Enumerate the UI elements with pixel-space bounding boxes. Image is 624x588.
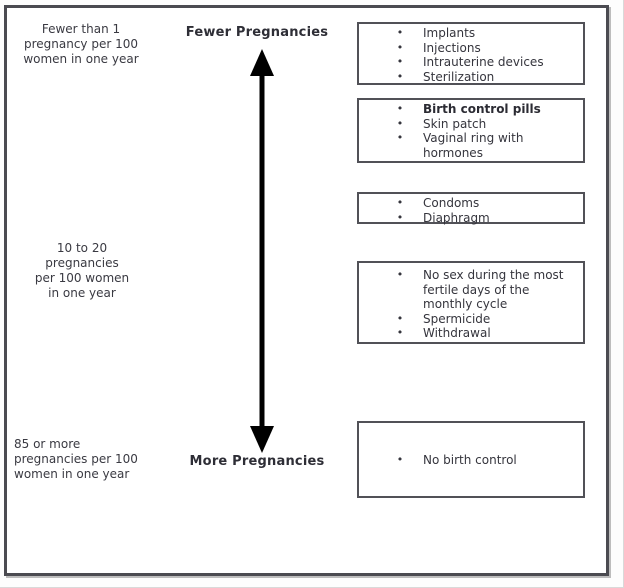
method-list: • No sex during the most fertile days of …: [359, 263, 583, 341]
rate-label-line: in one year: [48, 286, 116, 300]
method-list-item: • Spermicide: [377, 312, 577, 327]
method-label: Skin patch: [423, 116, 487, 131]
method-list-item: • Intrauterine devices: [377, 55, 577, 70]
bullet-icon: •: [396, 40, 404, 54]
rate-label-line: pregnancies: [45, 256, 119, 270]
method-list-item: • Diaphragm: [377, 211, 577, 226]
method-list: • No birth control: [359, 423, 583, 496]
bullet-icon: •: [396, 453, 404, 467]
bullet-icon: •: [396, 69, 404, 83]
rate-label-line: 10 to 20: [56, 241, 108, 255]
method-list-item: • Condoms: [377, 196, 577, 211]
method-box-no-birth-control: • No birth control: [357, 421, 585, 498]
bullet-icon: •: [396, 55, 404, 68]
rate-label-line: Fewer than 1: [41, 22, 121, 36]
method-label: Withdrawal: [423, 326, 491, 340]
method-list-item: • Injections: [377, 41, 577, 56]
double-headed-arrow-icon: [250, 49, 274, 453]
method-label: Injections: [423, 40, 481, 55]
method-list: • Birth control pills • Skin patch • Vaginal …: [359, 100, 583, 160]
rate-label-line: pregnancy per 100: [23, 37, 139, 51]
method-label: Implants: [423, 26, 476, 40]
rate-label-line: per 100 women: [34, 271, 130, 285]
bullet-icon: •: [396, 131, 404, 144]
method-box-barrier: • Condoms • Diaphragm: [357, 192, 585, 225]
method-list-item: • No birth control: [377, 453, 577, 468]
rate-label-line: 85 or more: [14, 437, 81, 451]
method-list-item: • Vaginal ring with hormones: [377, 131, 577, 160]
method-list: • Implants • Injections • Intrauterine device…: [359, 24, 583, 84]
bullet-icon: •: [396, 210, 404, 224]
bullet-icon: •: [396, 102, 404, 115]
bullet-icon: •: [396, 26, 404, 39]
rate-label-line: pregnancies per 100: [14, 452, 138, 466]
method-label: Vaginal ring with hormones: [423, 131, 524, 160]
method-label: Intrauterine devices: [423, 55, 544, 69]
method-label: Spermicide: [423, 311, 491, 326]
bullet-icon: •: [396, 268, 404, 281]
method-box-most-effective: • Implants • Injections • Intrauterine device…: [357, 22, 585, 85]
bullet-icon: •: [396, 326, 404, 339]
method-label: No birth control: [423, 453, 517, 468]
rate-label-line: women in one year: [14, 467, 130, 481]
method-list-item: • Implants: [377, 26, 577, 41]
bullet-icon: •: [396, 116, 404, 130]
more-pregnancies-heading: More Pregnancies: [189, 454, 325, 469]
method-label: Sterilization: [423, 69, 495, 84]
method-list-item: • Birth control pills: [377, 102, 577, 117]
method-list-item: • Skin patch: [377, 117, 577, 132]
method-box-behavioral: • No sex during the most fertile days of …: [357, 261, 585, 344]
rate-label-line: women in one year: [23, 52, 139, 66]
method-label: Diaphragm: [423, 210, 490, 225]
bullet-icon: •: [396, 311, 404, 325]
method-list: • Condoms • Diaphragm: [359, 194, 583, 225]
method-label: No sex during the most fertile days of t…: [423, 268, 564, 311]
method-box-hormonal: • Birth control pills • Skin patch • Vaginal …: [357, 98, 585, 163]
method-label: Condoms: [423, 196, 480, 210]
bullet-icon: •: [396, 196, 404, 209]
method-list-item: • No sex during the most fertile days of …: [377, 268, 577, 312]
method-list-item: • Sterilization: [377, 70, 577, 85]
fewer-pregnancies-heading: Fewer Pregnancies: [185, 25, 329, 40]
method-label: Birth control pills: [423, 102, 541, 116]
method-list-item: • Withdrawal: [377, 326, 577, 341]
